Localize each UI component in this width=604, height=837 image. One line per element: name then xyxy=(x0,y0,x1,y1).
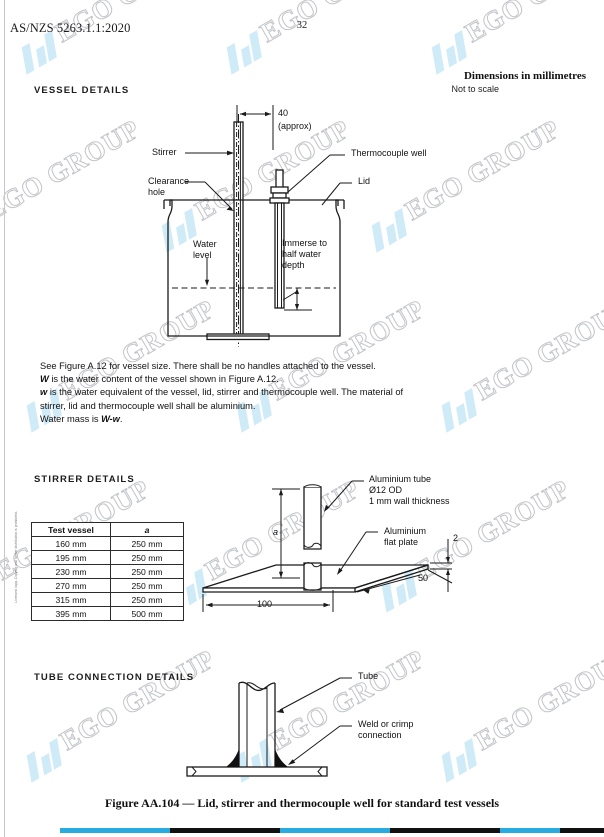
table-row: 195 mm 250 mm xyxy=(31,550,184,565)
vessel-dim-40 xyxy=(236,105,274,150)
section-heading-vessel: VESSEL DETAILS xyxy=(34,85,130,96)
label-water-level-line1: Water xyxy=(193,239,217,249)
label-flat-plate-line1: Aluminium xyxy=(384,526,427,536)
label-immerse-line3: depth xyxy=(282,260,305,270)
text-line-5: Water mass is W-w. xyxy=(40,413,580,426)
note-scale: Not to scale xyxy=(451,84,499,94)
dim-label-40-approx: (approx) xyxy=(278,121,312,131)
leader-thermocouple-well xyxy=(287,154,345,193)
cell-a: 500 mm xyxy=(110,606,184,621)
table-row: 315 mm 250 mm xyxy=(31,592,184,607)
bar-segment xyxy=(560,828,604,833)
standard-number: AS/NZS 5263.1.1:2020 xyxy=(10,21,131,35)
left-margin-rule xyxy=(4,0,5,837)
text-line-4: stirrer, lid and thermocouple well shall… xyxy=(40,400,256,411)
leader-weld xyxy=(288,725,352,765)
vessel-lid xyxy=(163,199,345,209)
connection-tube xyxy=(238,681,276,767)
bar-segment xyxy=(60,828,170,833)
aluminium-tube-upper xyxy=(303,484,322,550)
stirrer-dim-100 xyxy=(202,590,334,612)
section-heading-stirrer: STIRRER DETAILS xyxy=(34,474,135,485)
leader-aluminium-tube xyxy=(324,480,364,512)
text-line-3: w is the water equivalent of the vessel,… xyxy=(40,386,580,399)
bar-segment xyxy=(500,828,560,833)
label-aluminium-tube-line2: Ø12 OD xyxy=(369,485,403,495)
explanatory-text: See Figure A.12 for vessel size. There s… xyxy=(40,360,580,426)
bar-segment xyxy=(170,828,280,833)
label-aluminium-tube-line3: 1 mm wall thickness xyxy=(369,496,450,506)
bar-segment xyxy=(280,828,390,833)
label-clearance-hole-line2: hole xyxy=(148,187,166,197)
label-water-level-line2: level xyxy=(193,250,212,260)
figure-caption: Figure AA.104 — Lid, stirrer and thermoc… xyxy=(104,796,500,810)
leader-flat-plate xyxy=(337,531,378,575)
leader-lid xyxy=(321,182,352,206)
weld-fillets xyxy=(226,749,288,767)
symbol-w-lower: w xyxy=(40,387,48,398)
label-clearance-hole-line1: Clearance xyxy=(148,176,190,186)
text-line-5-post: . xyxy=(119,413,123,424)
thermocouple-well xyxy=(269,169,290,309)
label-lid: Lid xyxy=(358,176,371,186)
dim-label-2: 2 xyxy=(453,533,459,543)
dim-label-100: 100 xyxy=(257,599,273,609)
table-row: 395 mm 500 mm xyxy=(31,606,184,621)
symbol-W-minus-w: W-w xyxy=(101,413,120,424)
text-line-1: See Figure A.12 for vessel size. There s… xyxy=(40,361,376,371)
dim-label-40: 40 xyxy=(278,108,289,118)
label-immerse-line2: half water xyxy=(282,249,322,259)
symbol-W-upper: W xyxy=(40,374,49,385)
dim-label-a: a xyxy=(273,527,279,537)
leader-water-level xyxy=(204,258,210,286)
stirrer-dim-2 xyxy=(430,539,452,592)
text-line-2-rest: is the water content of the vessel shown… xyxy=(48,374,279,385)
stirrer-dim-a xyxy=(272,488,300,579)
text-line-2: W is the water content of the vessel sho… xyxy=(40,373,580,386)
note-dimensions: Dimensions in millimetres xyxy=(463,70,586,82)
label-tube: Tube xyxy=(358,671,379,681)
label-weld-line2: connection xyxy=(358,730,402,740)
leader-tube xyxy=(276,677,352,714)
immerse-depth-dim xyxy=(284,288,312,311)
text-line-3-rest: is the water equivalent of the vessel, l… xyxy=(47,387,404,398)
stirrer-plate xyxy=(206,333,270,341)
table-row: 160 mm 250 mm xyxy=(31,536,184,551)
leader-clearance-hole xyxy=(185,181,234,211)
leader-stirrer xyxy=(185,150,234,156)
bottom-decorative-bar xyxy=(0,828,604,833)
stirrer-dimension-table: Test vessel a 160 mm 250 mm 195 mm 250 m… xyxy=(31,522,184,621)
label-immerse-line1: Immerse to xyxy=(282,238,328,248)
label-aluminium-tube-line1: Aluminium tube xyxy=(369,474,432,484)
dim-label-50: 50 xyxy=(418,573,429,583)
table-row: 270 mm 250 mm xyxy=(31,578,184,593)
label-weld-line1: Weld or crimp xyxy=(358,719,414,729)
leader-immerse xyxy=(282,291,297,301)
section-heading-tube: TUBE CONNECTION DETAILS xyxy=(34,672,195,683)
aluminium-tube-lower xyxy=(303,562,322,591)
text-line-5-pre: Water mass is xyxy=(40,413,102,424)
bar-segment xyxy=(390,828,500,833)
label-stirrer: Stirrer xyxy=(152,147,177,157)
label-thermocouple-well: Thermocouple well xyxy=(351,148,427,158)
base-plate xyxy=(186,766,328,777)
label-flat-plate-line2: flat plate xyxy=(384,537,419,547)
page-number: 32 xyxy=(296,20,308,31)
